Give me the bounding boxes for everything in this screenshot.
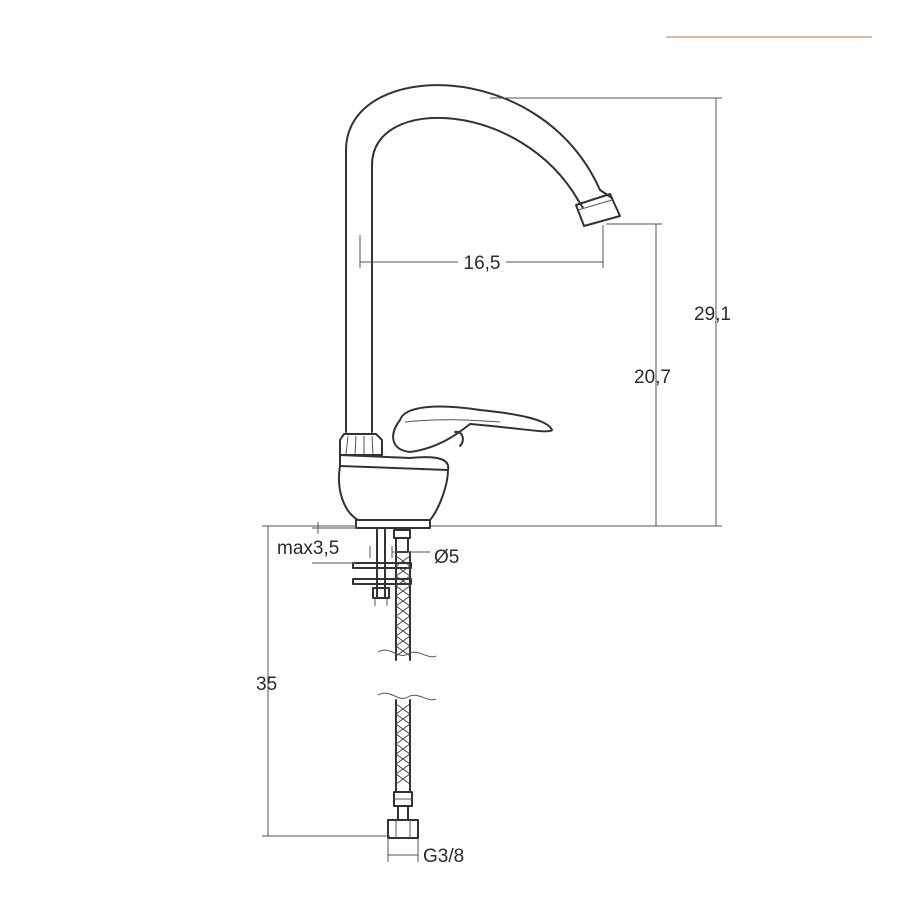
- dim-hose-length: 35: [256, 674, 277, 695]
- dim-spout-reach: 16,5: [464, 253, 501, 274]
- dim-connection: G3/8: [423, 846, 464, 867]
- dim-max-thickness: max3,5: [277, 538, 339, 559]
- mounting-hardware: [352, 527, 412, 606]
- dim-hole-diameter: Ø5: [434, 547, 459, 568]
- braided-hose: [377, 551, 437, 839]
- dim-outlet-height: 20,7: [634, 367, 671, 388]
- dimension-lines: [262, 97, 722, 862]
- dim-total-height: 29,1: [694, 304, 731, 325]
- faucet-outline: [338, 84, 621, 529]
